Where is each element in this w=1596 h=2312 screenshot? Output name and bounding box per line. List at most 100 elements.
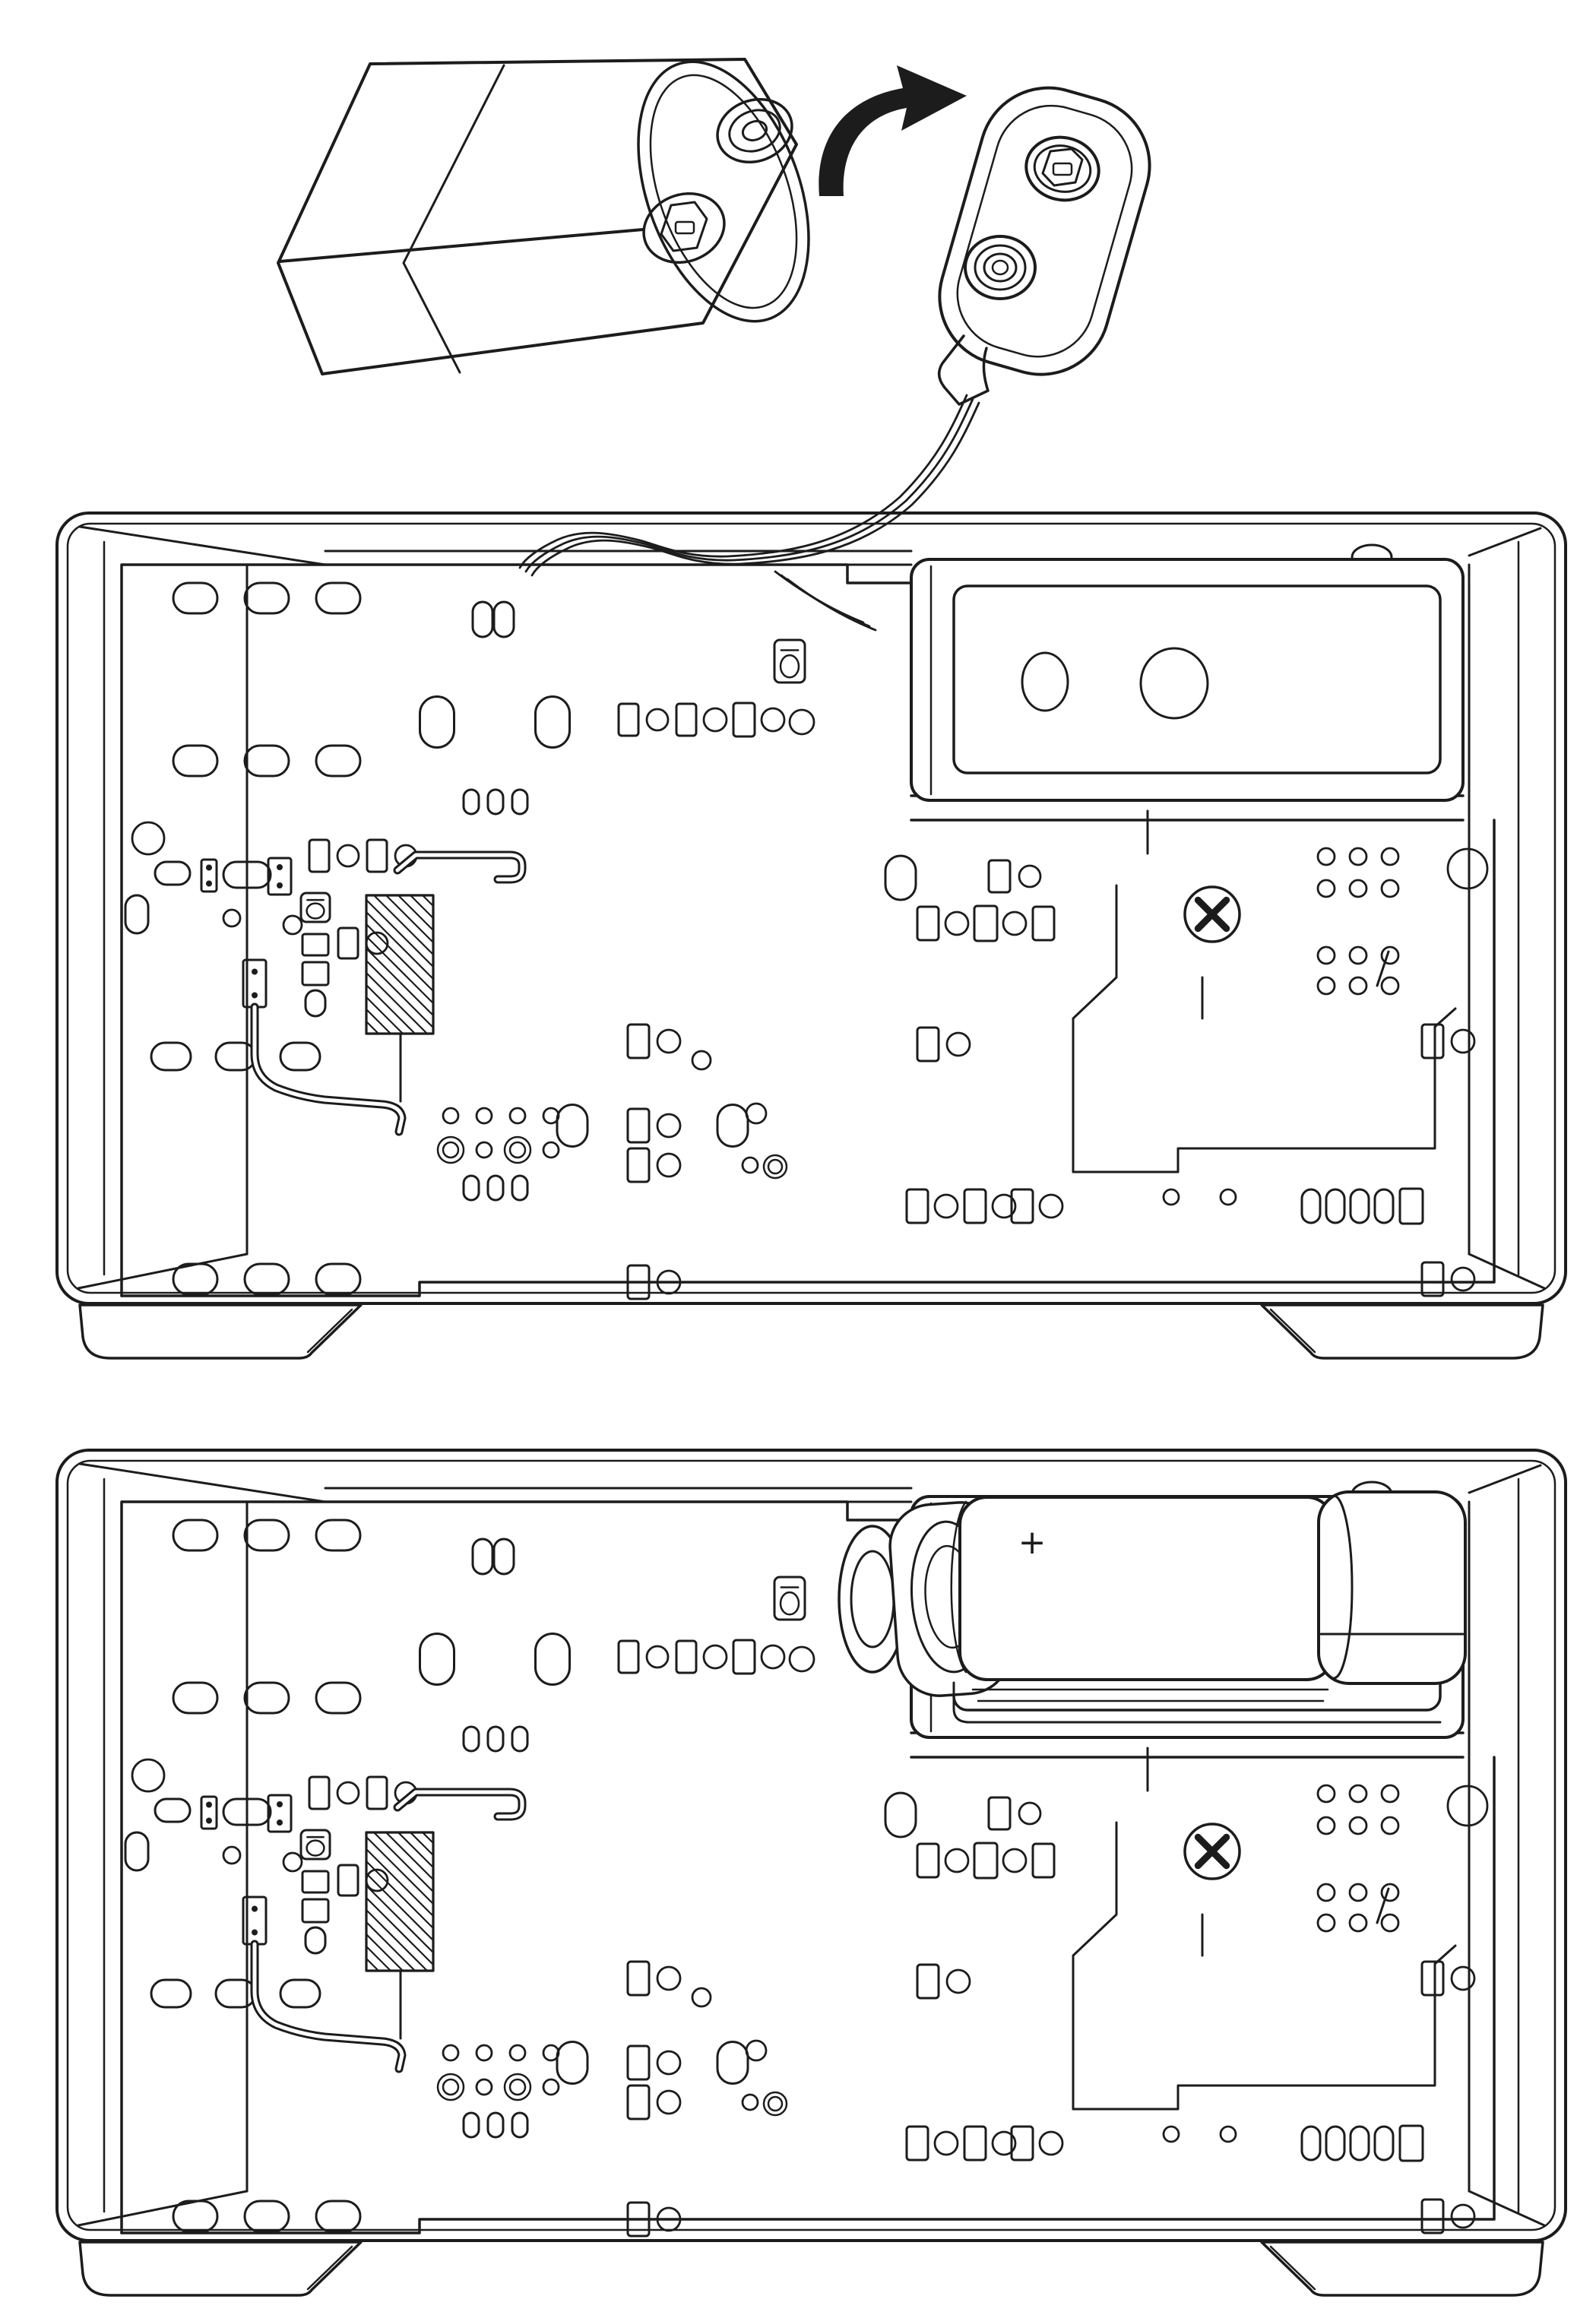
smd-component bbox=[916, 1026, 940, 1063]
wire bbox=[530, 401, 980, 577]
via-hole bbox=[1162, 1188, 1180, 1206]
pcb-trace bbox=[1072, 884, 1118, 1173]
smd-component bbox=[626, 1960, 651, 1997]
phillips-screw-icon bbox=[1183, 1823, 1241, 1880]
wire bbox=[786, 578, 877, 632]
solder-pad bbox=[419, 695, 455, 749]
pad-grid-dot bbox=[1316, 1883, 1336, 1902]
via-hole bbox=[1219, 2125, 1237, 2143]
solder-pad bbox=[462, 788, 480, 816]
pcb-trace bbox=[1433, 1007, 1457, 1028]
connector-wires bbox=[518, 394, 980, 632]
solder-pad bbox=[486, 1174, 505, 1202]
via-hole bbox=[1450, 1965, 1476, 1991]
pad-grid-dot bbox=[1316, 1784, 1336, 1804]
pcb-trace bbox=[250, 1002, 407, 1136]
solder-pad bbox=[471, 1538, 494, 1576]
solder-pad bbox=[1325, 2125, 1346, 2162]
pcb-trace bbox=[1376, 1887, 1390, 1924]
hatch-line bbox=[365, 947, 435, 1017]
solder-pad bbox=[486, 2111, 505, 2139]
via-hole bbox=[656, 1152, 682, 1178]
curved-arrow-icon bbox=[819, 65, 967, 196]
smd-component bbox=[308, 1775, 331, 1810]
via-hole bbox=[1450, 1028, 1476, 1054]
smd-component bbox=[1420, 1261, 1445, 1297]
via-hole bbox=[741, 1156, 759, 1174]
hatch-line bbox=[365, 1957, 380, 1972]
smd-component bbox=[905, 1188, 929, 1224]
ringed-via bbox=[508, 1141, 527, 1159]
solder-pad bbox=[1349, 2125, 1370, 2162]
pcb-trace bbox=[252, 1005, 404, 1134]
ringed-via bbox=[767, 2095, 784, 2112]
pcb-trace bbox=[393, 1788, 527, 1821]
hatch-line bbox=[372, 894, 435, 956]
ringed-via bbox=[436, 2073, 465, 2101]
pad-grid-dot bbox=[1380, 847, 1400, 866]
pad-grid-dot bbox=[1380, 1913, 1400, 1933]
solder-pad bbox=[716, 2041, 749, 2085]
pad-grid-dot bbox=[1348, 1883, 1368, 1902]
via-hole bbox=[336, 1781, 360, 1805]
instrument-case bbox=[55, 1449, 1567, 2297]
solder-pad bbox=[315, 581, 362, 615]
pcb-edge bbox=[120, 819, 1496, 1297]
via-hole bbox=[442, 2044, 460, 2062]
battery-9v bbox=[277, 58, 810, 375]
pad-grid-dot bbox=[1380, 1816, 1400, 1835]
via-hole bbox=[741, 2093, 759, 2111]
smd-component bbox=[973, 904, 999, 942]
pad-grid-dot bbox=[1316, 1913, 1336, 1933]
via-hole bbox=[1446, 847, 1489, 890]
solder-pad bbox=[511, 788, 529, 816]
via-hole bbox=[508, 2044, 527, 2062]
via-hole bbox=[691, 1987, 712, 2008]
via-hole bbox=[475, 1107, 493, 1125]
via-hole bbox=[991, 2130, 1017, 2156]
device-view-battery-removed bbox=[55, 511, 1567, 1360]
via-hole bbox=[508, 1107, 527, 1125]
hatch-line bbox=[365, 1933, 404, 1972]
solder-pad bbox=[1325, 1188, 1346, 1224]
smd-component bbox=[1398, 2124, 1424, 2162]
hatch-line bbox=[397, 894, 435, 932]
solder-pad bbox=[511, 1725, 529, 1753]
ringed-via bbox=[762, 2091, 788, 2117]
via-hole bbox=[745, 2039, 768, 2062]
smd-component bbox=[1010, 1188, 1034, 1224]
circuit-board bbox=[120, 563, 1496, 1300]
via-hole bbox=[542, 2044, 560, 2062]
solder-pad bbox=[492, 600, 515, 638]
solder-pad bbox=[150, 1978, 192, 2009]
hatch-line bbox=[365, 1860, 435, 1930]
polarity-plus-label: + bbox=[1018, 1523, 1047, 1562]
ringed-via bbox=[442, 2078, 460, 2096]
pcb-trace bbox=[252, 1942, 404, 2071]
solder-pad bbox=[884, 1791, 917, 1839]
phillips-screw-icon bbox=[1183, 885, 1241, 943]
smd-component bbox=[1398, 1187, 1424, 1225]
hatch-line bbox=[365, 1020, 380, 1035]
solder-pad bbox=[172, 1262, 219, 1296]
jumper-pin bbox=[277, 1801, 283, 1807]
solder-pad bbox=[243, 581, 290, 615]
via-hole bbox=[222, 1845, 242, 1865]
battery-installed: + bbox=[838, 1490, 1467, 1724]
smd-component bbox=[963, 2125, 987, 2162]
smd-component bbox=[366, 1775, 388, 1810]
jumper-header bbox=[200, 1795, 218, 1830]
hatch-line bbox=[365, 923, 435, 993]
pcb-trace bbox=[1072, 1821, 1118, 2111]
via-hole bbox=[1450, 2203, 1476, 2229]
pcb-trace bbox=[1433, 1944, 1457, 1965]
via-hole bbox=[1038, 1193, 1064, 1219]
ringed-via bbox=[436, 1135, 465, 1164]
smd-component bbox=[905, 2125, 929, 2162]
pcb-edge bbox=[120, 1756, 1496, 2234]
via-hole bbox=[944, 911, 970, 936]
via-hole bbox=[760, 1644, 786, 1670]
jumper-pin bbox=[277, 1820, 283, 1826]
keyhole-pad bbox=[779, 1591, 800, 1616]
